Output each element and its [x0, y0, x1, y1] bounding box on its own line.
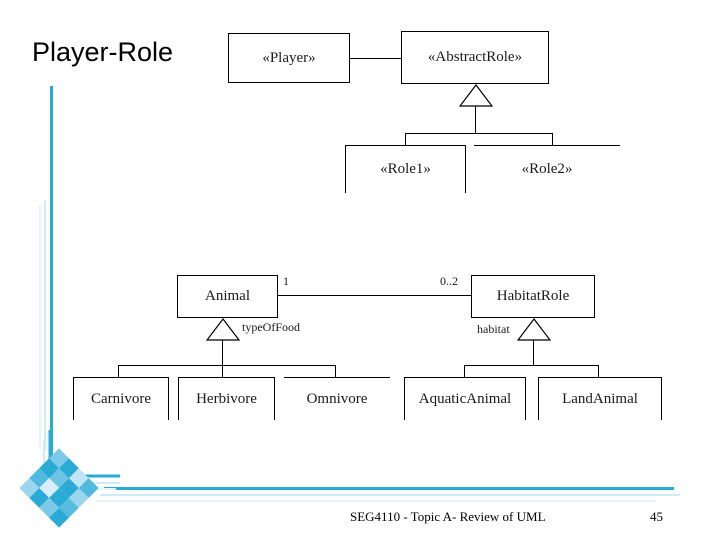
footer-text: SEG4110 - Topic A- Review of UML: [350, 509, 546, 524]
accent-horizontal-line: [104, 487, 674, 490]
class-box-role1[interactable]: «Role1»: [345, 145, 466, 193]
generalization-drop-herbivore: [222, 365, 223, 378]
class-box-role2[interactable]: «Role2»: [474, 145, 620, 193]
class-box-aquaticanimal[interactable]: AquaticAnimal: [404, 377, 526, 420]
class-label-landanimal: LandAnimal: [562, 390, 638, 407]
class-box-habitatrole[interactable]: HabitatRole: [471, 275, 595, 318]
class-label-role1: «Role1»: [380, 161, 431, 177]
accent-vertical-line-pale-1: [44, 200, 46, 450]
class-label-herbivore: Herbivore: [196, 390, 257, 407]
class-box-omnivore[interactable]: Omnivore: [284, 377, 390, 420]
class-label-habitatrole: HabitatRole: [496, 288, 570, 304]
generalization-drop-landanimal: [598, 365, 599, 378]
association-animal-habitatrole: [278, 295, 471, 296]
generalization-stem-animal: [222, 340, 223, 366]
generalization-stem-habitatrole: [533, 340, 534, 366]
class-label-abstractrole: «AbstractRole»: [427, 49, 523, 65]
page-title: Player-Role: [32, 37, 174, 67]
generalization-drop-role1: [405, 133, 406, 145]
multiplicity-animal-end: 1: [283, 274, 289, 288]
diamond-logo-icon: [19, 448, 99, 528]
class-box-animal[interactable]: Animal: [177, 275, 278, 318]
class-box-carnivore[interactable]: Carnivore: [73, 377, 169, 420]
accent-horizontal-line-pale-2: [96, 500, 656, 502]
class-label-carnivore: Carnivore: [91, 390, 151, 407]
association-player-abstractrole: [350, 58, 401, 59]
class-label-omnivore: Omnivore: [306, 390, 368, 407]
generalization-triangle-abstractrole: [459, 84, 493, 107]
class-label-role2: «Role2»: [521, 161, 573, 177]
class-label-player: «Player»: [262, 49, 316, 66]
class-label-aquaticanimal: AquaticAnimal: [418, 390, 512, 407]
accent-vertical-line-pale-2: [39, 205, 41, 447]
page-number: 45: [650, 509, 663, 524]
discriminator-label-habitat: habitat: [477, 322, 510, 336]
generalization-branch-bar-habitatrole: [464, 365, 599, 366]
discriminator-label-typeoffood: typeOfFood: [242, 320, 300, 334]
class-label-animal: Animal: [205, 288, 250, 304]
multiplicity-habitatrole-end: 0..2: [440, 274, 458, 288]
class-box-player[interactable]: «Player»: [228, 33, 350, 83]
generalization-triangle-habitatrole: [517, 318, 551, 341]
accent-horizontal-line-pale-1: [100, 494, 680, 496]
generalization-drop-carnivore: [118, 365, 119, 378]
class-box-abstractrole[interactable]: «AbstractRole»: [401, 31, 549, 84]
generalization-drop-omnivore: [335, 365, 336, 378]
class-box-herbivore[interactable]: Herbivore: [178, 377, 275, 420]
class-box-landanimal[interactable]: LandAnimal: [538, 377, 662, 420]
generalization-triangle-animal: [206, 318, 240, 341]
generalization-stem-roles: [475, 106, 476, 134]
generalization-drop-aquaticanimal: [464, 365, 465, 378]
accent-vertical-line: [50, 86, 53, 459]
generalization-branch-bar-roles: [405, 133, 553, 134]
generalization-drop-role2: [552, 133, 553, 145]
generalization-branch-bar-animal: [118, 365, 336, 366]
